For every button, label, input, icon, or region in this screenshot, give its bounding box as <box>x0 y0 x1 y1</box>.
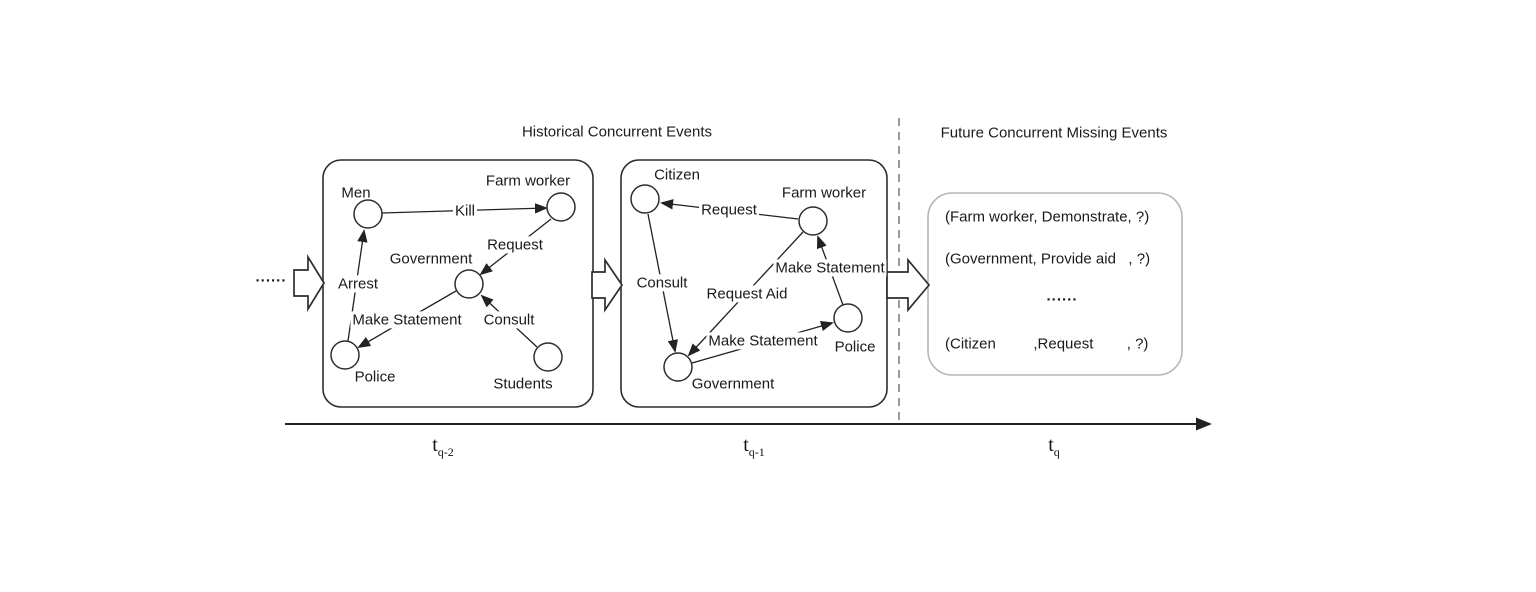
timeline-label-tq-sub: q <box>1053 445 1060 459</box>
node-government-tq2-label: Government <box>389 250 473 268</box>
node-government-tq2 <box>454 269 484 299</box>
timeline-label-tq: tq <box>1048 434 1060 459</box>
node-farmworker-tq1-label: Farm worker <box>781 184 867 202</box>
historical-events-title: Historical Concurrent Events <box>521 123 713 141</box>
timeline-label-tq2: tq-2 <box>432 434 454 459</box>
block-arrow-tq1-to-future-icon <box>886 257 931 313</box>
edge-request-tq1-label: Request <box>699 201 759 219</box>
edge-consult-tq1-label: Consult <box>634 274 690 292</box>
node-police-tq1-label: Police <box>834 338 876 356</box>
edge-makestatement-upper-label: Make Statement <box>773 259 887 277</box>
timeline-label-tq2-sub: q-2 <box>437 445 454 459</box>
edge-kill-label: Kill <box>452 202 478 220</box>
node-farmworker-tq2-label: Farm worker <box>485 172 571 190</box>
edge-requestaid-label: Request Aid <box>704 285 790 303</box>
node-police-tq2 <box>330 340 360 370</box>
future-event-3: (Citizen ,Request , ?) <box>945 335 1149 353</box>
node-students-label: Students <box>493 375 553 393</box>
node-students <box>533 342 563 372</box>
node-citizen <box>630 184 660 214</box>
timeline-arrowhead-icon <box>1196 417 1212 431</box>
timeline-label-tq1: tq-1 <box>743 434 765 459</box>
block-arrow-into-tq2-icon <box>293 253 325 313</box>
node-police-tq2-label: Police <box>354 368 396 386</box>
node-government-tq1-label: Government <box>691 375 775 393</box>
node-farmworker-tq1 <box>798 206 828 236</box>
node-police-tq1 <box>833 303 863 333</box>
timeline-label-tq-base: t <box>1048 434 1054 456</box>
node-men <box>353 199 383 229</box>
node-citizen-label: Citizen <box>654 166 700 184</box>
edge-consult-tq2-label: Consult <box>481 311 537 329</box>
future-event-2: (Government, Provide aid , ?) <box>945 250 1151 268</box>
future-events-title: Future Concurrent Missing Events <box>940 124 1168 142</box>
edge-request-tq2-label: Request <box>485 236 545 254</box>
future-events-ellipsis: ...... <box>1046 287 1078 305</box>
timeline-left-ellipsis: ...... <box>255 268 287 286</box>
edge-makestatement-tq2-label: Make Statement <box>350 311 464 329</box>
edge-makestatement-lower-label: Make Statement <box>706 332 820 350</box>
node-farmworker-tq2 <box>546 192 576 222</box>
edge-arrest-label: Arrest <box>335 275 381 293</box>
future-event-1: (Farm worker, Demonstrate, ?) <box>945 208 1150 226</box>
block-arrow-tq2-to-tq1-icon <box>591 257 624 313</box>
node-men-label: Men <box>341 184 371 202</box>
timeline-label-tq1-base: t <box>743 434 749 456</box>
timeline-label-tq2-base: t <box>432 434 438 456</box>
timeline-label-tq1-sub: q-1 <box>748 445 765 459</box>
node-government-tq1 <box>663 352 693 382</box>
